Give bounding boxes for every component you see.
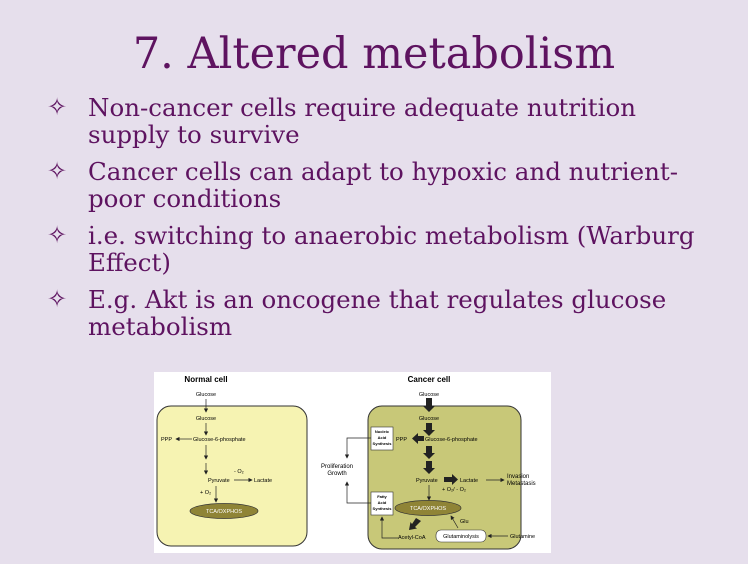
nucleic-line-3: Synthesis — [373, 441, 393, 446]
normal-glucose-inside: Glucose — [196, 416, 216, 422]
bullet-text: E.g. Akt is an oncogene that regulates g… — [88, 285, 667, 341]
star-bullet-icon: ✧ — [46, 157, 68, 185]
bullet-item: ✧ E.g. Akt is an oncogene that regulates… — [42, 285, 722, 341]
cancer-thick-arrow-acetyl — [409, 518, 421, 530]
cancer-cell-heading: Cancer cell — [408, 375, 451, 384]
bullet-text: Non-cancer cells require adequate nutrit… — [88, 93, 636, 149]
normal-ppp: PPP — [161, 437, 172, 443]
normal-tca-ellipse — [189, 503, 259, 519]
glu-label: Glu — [460, 519, 469, 525]
normal-plus-o2: + O₂ — [200, 490, 211, 496]
invasion-label: Invasion — [507, 474, 529, 480]
cancer-thick-arrow-glycolysis-1 — [423, 423, 435, 436]
normal-pyruvate: Pyruvate — [208, 478, 230, 484]
cancer-pyruvate: Pyruvate — [416, 478, 438, 484]
glutamine-label: Glutamine — [510, 534, 535, 540]
cancer-thick-arrow-ppp — [412, 433, 424, 444]
fatty-line-3: Synthesis — [373, 506, 393, 511]
star-bullet-icon: ✧ — [46, 93, 68, 121]
proliferation-arrow-bottom — [344, 481, 371, 504]
cancer-thick-arrow-glycolysis-2 — [423, 446, 435, 459]
cancer-o2: + O₂/ - O₂ — [442, 487, 466, 493]
metabolism-figure: Normal cell Glucose Glucose PPP Glucose-… — [154, 372, 551, 553]
cancer-lactate: Lactate — [460, 478, 478, 484]
normal-cell-membrane — [156, 405, 308, 547]
normal-minus-o2: - O₂ — [234, 469, 244, 475]
glutaminolysis-label: Glutaminolysis — [443, 534, 479, 540]
normal-cell-heading: Normal cell — [184, 375, 227, 384]
normal-lactate: Lactate — [254, 478, 272, 484]
proliferation-label: Proliferation — [321, 464, 353, 470]
fatty-line-2: Acid — [378, 500, 387, 505]
normal-tca: TCA/OXPHOS — [206, 509, 242, 515]
nucleic-line-2: Acid — [378, 435, 387, 440]
normal-g6p: Glucose-6-phosphate — [193, 437, 246, 443]
cancer-tca-ellipse — [394, 500, 462, 516]
normal-glucose-outside: Glucose — [196, 392, 216, 398]
cancer-thick-arrow-lactate — [444, 474, 458, 485]
metastasis-label: Metastasis — [507, 481, 536, 487]
nucleic-acid-box — [370, 426, 394, 451]
cancer-thick-arrow-glycolysis-3 — [423, 461, 435, 474]
cancer-tca: TCA/OXPHOS — [410, 506, 446, 512]
glutaminolysis-box — [435, 529, 487, 543]
fatty-line-1: Fatty — [377, 494, 387, 499]
growth-label: Growth — [327, 471, 346, 477]
bullet-list: ✧ Non-cancer cells require adequate nutr… — [42, 94, 722, 350]
bullet-item: ✧ Cancer cells can adapt to hypoxic and … — [42, 157, 722, 213]
cancer-thick-arrow-uptake — [423, 398, 435, 412]
acetyl-coa-label: Acetyl-CoA — [398, 535, 426, 541]
cancer-glucose-inside: Glucose — [419, 416, 439, 422]
cancer-g6p: Glucose-6-phosphate — [425, 437, 478, 443]
bullet-item: ✧ i.e. switching to anaerobic metabolism… — [42, 221, 722, 277]
bullet-text: Cancer cells can adapt to hypoxic and nu… — [88, 157, 679, 213]
slide-title: 7. Altered metabolism — [132, 29, 616, 79]
cancer-ppp: PPP — [396, 437, 407, 443]
acetyl-to-fatty-arrow — [379, 516, 398, 539]
cancer-glucose-outside: Glucose — [419, 392, 439, 398]
star-bullet-icon: ✧ — [46, 285, 68, 313]
nucleic-line-1: Nucleic — [375, 429, 390, 434]
bullet-text: i.e. switching to anaerobic metabolism (… — [88, 221, 695, 277]
fatty-acid-box — [370, 491, 394, 516]
metabolism-diagram: Normal cell Glucose Glucose PPP Glucose-… — [156, 375, 536, 550]
star-bullet-icon: ✧ — [46, 221, 68, 249]
cancer-arrow-glu — [450, 515, 459, 529]
bullet-item: ✧ Non-cancer cells require adequate nutr… — [42, 93, 722, 149]
proliferation-arrow-top — [344, 437, 371, 459]
